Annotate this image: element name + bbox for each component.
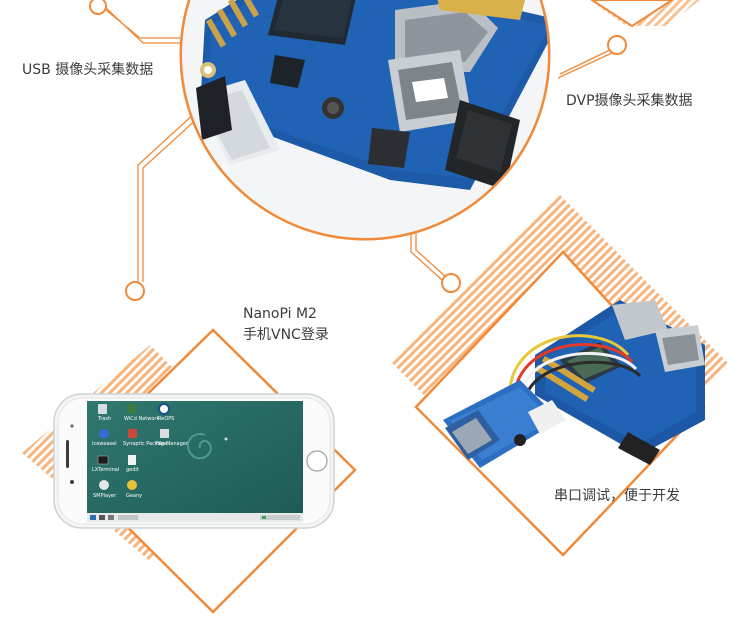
network-icon	[127, 404, 136, 414]
editor-icon	[128, 455, 136, 465]
desktop-icon-gedit[interactable]: gedit	[126, 455, 139, 473]
caption-dvp-camera: DVP摄像头采集数据	[566, 93, 693, 109]
desktop-icon-label: Synaptic Package...	[123, 441, 172, 447]
desktop-icon-label: Iceweasel	[92, 441, 117, 447]
camera-icon	[70, 480, 74, 484]
connector-nodes	[89, 0, 627, 301]
board-closeup	[179, 0, 551, 241]
desktop-icon-synaptic[interactable]: Synaptic Package...	[123, 429, 172, 447]
desktop-icon-reops[interactable]: ReOPS	[158, 403, 174, 422]
desktop-icon-trash[interactable]: Trash	[97, 404, 111, 422]
caption-vnc-login: 手机VNC登录	[243, 327, 329, 343]
folder-icon	[160, 429, 169, 438]
q-icon	[158, 403, 170, 415]
node-left	[125, 281, 145, 301]
desktop-icon-label: SMPlayer	[93, 493, 117, 499]
home-button	[306, 450, 328, 472]
serial-board-photo	[443, 300, 705, 468]
desktop-icon-label: WiCd Network	[124, 416, 159, 422]
desktop-icon-lxterminal[interactable]: LXTerminal	[92, 455, 119, 473]
desktop-icon-label: File Manager	[156, 441, 189, 447]
geany-icon	[127, 480, 137, 490]
trash-icon	[98, 404, 107, 414]
caption-usb-camera: USB 摄像头采集数据	[22, 62, 154, 78]
desktop-icon-label: LXTerminal	[92, 467, 119, 473]
caption-serial-debug: 串口调试，便于开发	[554, 488, 680, 504]
node-bottom	[441, 273, 461, 293]
package-icon	[128, 429, 137, 438]
desktop-icon-label: Geany	[126, 493, 142, 499]
taskbar	[87, 513, 303, 522]
desktop-icon-network[interactable]: WiCd Network	[124, 404, 159, 422]
caption-model: NanoPi M2	[243, 306, 317, 322]
desktop-icon-label: Trash	[97, 416, 111, 422]
browser-icon	[99, 429, 109, 439]
desktop-icon-geany[interactable]: Geany	[126, 480, 142, 499]
node-dvp	[607, 35, 627, 55]
vnc-desktop-screen	[87, 401, 303, 522]
terminal-icon	[97, 455, 109, 465]
player-icon	[99, 480, 109, 490]
node-usb	[89, 0, 107, 15]
smartphone: Trash WiCd Network ReOPS Iceweasel Synap…	[53, 393, 335, 529]
desktop-icon-file-manager[interactable]: File Manager	[156, 429, 189, 447]
desktop-icon-label: ReOPS	[158, 416, 174, 422]
top-right-frame	[590, 0, 700, 28]
earpiece	[66, 440, 69, 468]
desktop-icon-label: gedit	[126, 467, 139, 473]
desktop-icons: Trash WiCd Network ReOPS Iceweasel Synap…	[92, 403, 189, 499]
desktop-icon-iceweasel[interactable]: Iceweasel	[92, 429, 117, 447]
desktop-icon-smplayer[interactable]: SMPlayer	[93, 480, 117, 499]
